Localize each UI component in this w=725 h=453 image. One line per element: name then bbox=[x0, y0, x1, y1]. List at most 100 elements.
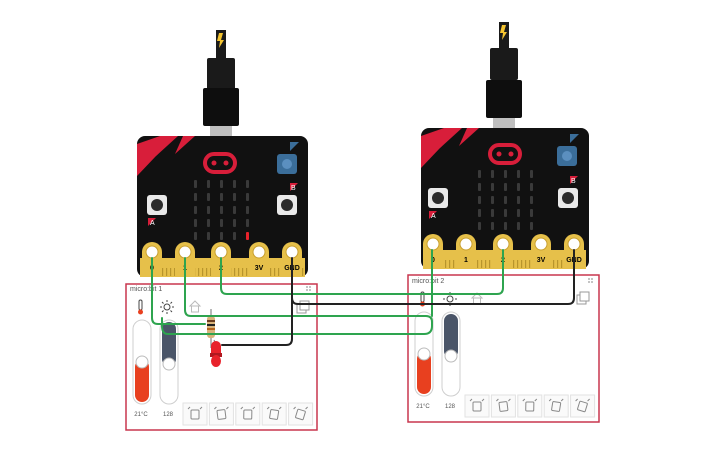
pin-label: 3V bbox=[537, 257, 546, 264]
shake-icon[interactable] bbox=[182, 402, 208, 426]
led-pixel bbox=[220, 180, 223, 188]
shake-icon[interactable] bbox=[464, 394, 490, 418]
connector-tooth bbox=[529, 260, 531, 268]
button-b-1[interactable]: B bbox=[277, 183, 298, 215]
led-pixel bbox=[504, 183, 507, 191]
tilt-left-icon[interactable] bbox=[208, 402, 234, 426]
tilt-right-icon[interactable] bbox=[235, 402, 261, 426]
home-icon[interactable] bbox=[188, 300, 202, 313]
connector-tooth bbox=[242, 268, 244, 276]
button-a-1[interactable]: A bbox=[147, 195, 167, 227]
panel-title: micro:bit 1 bbox=[130, 286, 162, 293]
drag-grip-icon[interactable] bbox=[306, 286, 311, 291]
button-a-label: A bbox=[431, 213, 436, 220]
connector-tooth bbox=[445, 260, 447, 268]
led-pixel bbox=[207, 232, 210, 240]
connector-tooth bbox=[278, 268, 280, 276]
led-pixel bbox=[220, 232, 223, 240]
pin-3v-2[interactable]: 3V bbox=[531, 234, 551, 269]
led-pixel bbox=[220, 206, 223, 214]
led-matrix-1 bbox=[194, 180, 249, 240]
connector-tooth bbox=[162, 268, 164, 276]
temperature-value: 21°C bbox=[416, 404, 430, 410]
pin-3v-1[interactable]: 3V bbox=[249, 242, 269, 277]
button-b-2[interactable]: B bbox=[558, 176, 578, 208]
light-slider[interactable] bbox=[441, 311, 461, 397]
led-pixel bbox=[530, 196, 533, 204]
led-pixel bbox=[517, 209, 520, 217]
connector-tooth bbox=[489, 260, 491, 268]
connector-tooth bbox=[210, 268, 212, 276]
led-pixel bbox=[233, 180, 236, 188]
usb-cable-1 bbox=[203, 30, 239, 138]
led-pixel bbox=[491, 222, 494, 230]
pin-1-2[interactable]: 1 bbox=[456, 234, 476, 269]
led-pixel bbox=[220, 219, 223, 227]
reset-button-2[interactable] bbox=[557, 134, 579, 166]
tilt-up-icon[interactable] bbox=[543, 394, 569, 418]
sun-icon bbox=[160, 300, 174, 314]
led-pixel bbox=[504, 209, 507, 217]
connector-tooth bbox=[521, 260, 523, 268]
tilt-right-icon[interactable] bbox=[517, 394, 543, 418]
wire-pin0-to-resistor[interactable] bbox=[151, 257, 206, 325]
led-pixel bbox=[478, 170, 481, 178]
led-pixel bbox=[246, 180, 249, 188]
reset-button-1[interactable] bbox=[277, 142, 299, 174]
connector-tooth bbox=[553, 260, 555, 268]
usb-cable-2 bbox=[486, 22, 522, 130]
light-slider[interactable] bbox=[159, 319, 179, 405]
led-pixel bbox=[220, 193, 223, 201]
red-led[interactable] bbox=[210, 339, 222, 367]
wire-b1pin2-to-b2pin2[interactable] bbox=[220, 249, 504, 295]
sensor-panel-2: micro:bit 2 bbox=[407, 274, 600, 423]
wire-gnd-to-led[interactable] bbox=[221, 297, 293, 346]
connector-tooth bbox=[270, 268, 272, 276]
wires bbox=[151, 249, 575, 346]
connector-tooth bbox=[449, 260, 451, 268]
connector-tooth bbox=[302, 268, 304, 276]
led-pixel bbox=[207, 219, 210, 227]
led-pixel bbox=[530, 170, 533, 178]
led-pixel bbox=[207, 206, 210, 214]
temperature-slider[interactable] bbox=[132, 319, 152, 405]
led-pixel bbox=[478, 209, 481, 217]
led-pixel bbox=[194, 232, 197, 240]
button-a-2[interactable]: A bbox=[428, 188, 448, 220]
led-pixel bbox=[207, 180, 210, 188]
connector-tooth bbox=[557, 260, 559, 268]
tilt-left-icon[interactable] bbox=[490, 394, 516, 418]
connector-tooth bbox=[274, 268, 276, 276]
led-pixel bbox=[233, 232, 236, 240]
temperature-slider[interactable] bbox=[414, 311, 434, 397]
led-pixel-on bbox=[246, 232, 249, 240]
tilt-down-icon[interactable] bbox=[288, 402, 314, 426]
thermometer-icon bbox=[138, 299, 143, 315]
microbit-board-1[interactable]: A B 0 1 2 bbox=[137, 30, 308, 277]
led-pixel bbox=[491, 209, 494, 217]
connector-tooth bbox=[485, 260, 487, 268]
expand-icon[interactable] bbox=[576, 291, 590, 305]
led-pixel bbox=[504, 222, 507, 230]
microbit-board-2[interactable]: A B 0 1 2 bbox=[421, 22, 589, 269]
connector-tooth bbox=[202, 268, 204, 276]
wire-b1pin1-to-b2pin0[interactable] bbox=[161, 257, 433, 335]
led-pixel bbox=[491, 183, 494, 191]
led-pixel bbox=[246, 219, 249, 227]
led-pixel bbox=[504, 196, 507, 204]
led-pixel bbox=[246, 206, 249, 214]
led-pixel bbox=[478, 222, 481, 230]
led-pixel bbox=[491, 170, 494, 178]
microbit-logo bbox=[488, 143, 522, 165]
led-pixel bbox=[517, 222, 520, 230]
tilt-up-icon[interactable] bbox=[261, 402, 287, 426]
temperature-value: 21°C bbox=[134, 412, 148, 418]
light-value: 128 bbox=[445, 404, 456, 410]
drag-grip-icon[interactable] bbox=[588, 278, 593, 283]
connector-tooth bbox=[238, 268, 240, 276]
tilt-down-icon[interactable] bbox=[570, 394, 596, 418]
pin-label: 1 bbox=[464, 257, 468, 264]
connector-tooth bbox=[234, 268, 236, 276]
connector-tooth bbox=[513, 260, 515, 268]
